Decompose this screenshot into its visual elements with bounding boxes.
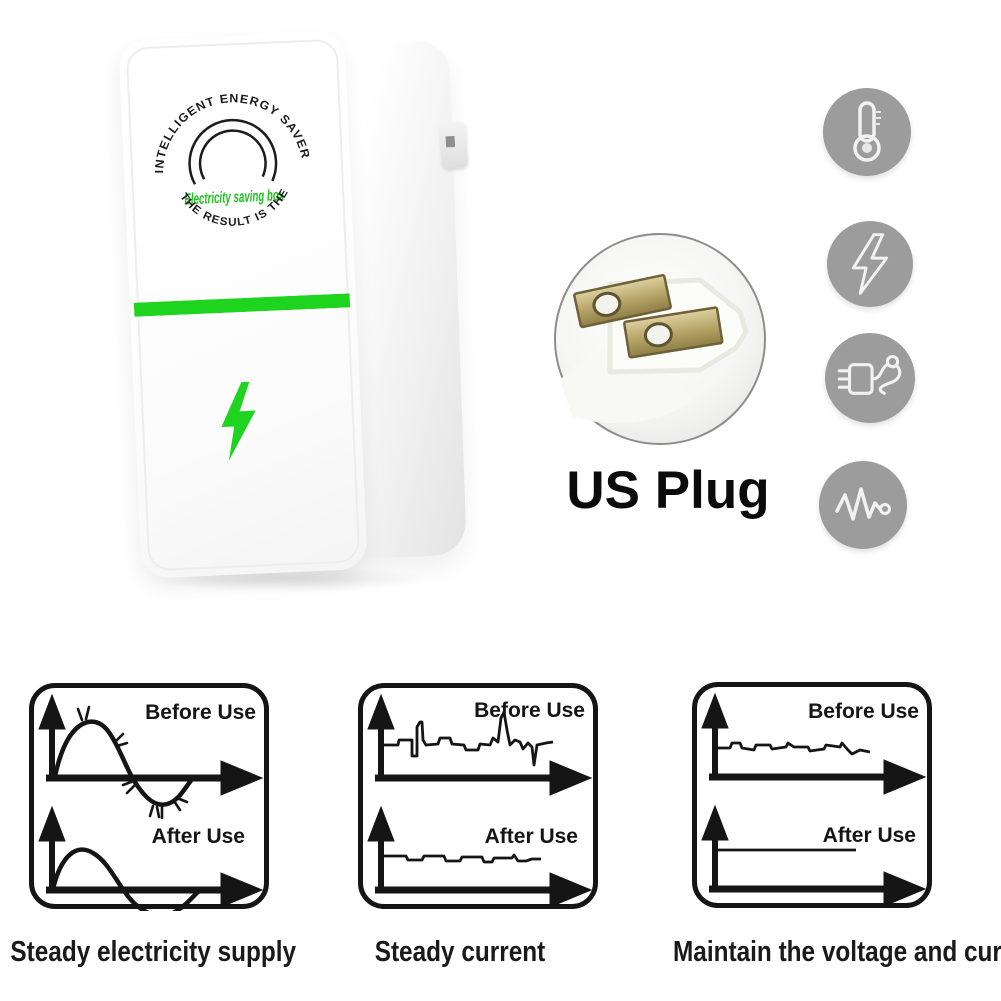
- plug-prong-lower: [623, 306, 724, 359]
- caption-maintain-voltage-current: Maintain the voltage and current: [673, 936, 1001, 968]
- device-plug-prong: [439, 121, 469, 169]
- device-logo: INTELLIGENT ENERGY SAVER Electricity sav…: [150, 83, 314, 233]
- us-plug-photo: [554, 233, 766, 445]
- before-curve: [382, 710, 554, 767]
- diagram-steady-current: Before Use After Use: [358, 683, 598, 909]
- logo-center-text: Electricity saving box: [184, 187, 285, 208]
- lightning-icon: [827, 221, 913, 307]
- plug-prong-upper: [573, 273, 672, 329]
- diagram-maintain-voltage: Before Use After Use: [692, 682, 932, 908]
- logo-arch-fill: [190, 121, 275, 184]
- waveform-icon: [819, 461, 907, 549]
- before-curve: [718, 741, 871, 756]
- after-use-label: After Use: [823, 824, 916, 847]
- caption-steady-electricity-supply: Steady electricity supply: [10, 936, 297, 968]
- after-use-label: After Use: [485, 825, 578, 848]
- before-use-label: Before Use: [474, 699, 585, 722]
- before-use-label: Before Use: [808, 700, 919, 723]
- diagram-steady-supply: Before Use After Use: [29, 683, 269, 911]
- after-curve: [50, 847, 204, 911]
- caption-steady-current: Steady current: [374, 936, 546, 968]
- after-curve: [382, 853, 541, 864]
- before-curve: [52, 719, 197, 807]
- energy-saver-device: INTELLIGENT ENERGY SAVER Electricity sav…: [118, 31, 368, 579]
- after-use-label: After Use: [152, 825, 245, 848]
- green-indicator-stripe: [133, 293, 351, 317]
- lightning-bolt-icon: [221, 381, 256, 461]
- power-plug-icon: [825, 333, 915, 423]
- thermometer-icon: [823, 88, 911, 176]
- us-plug-label: US Plug: [566, 461, 770, 520]
- before-use-label: Before Use: [145, 701, 256, 724]
